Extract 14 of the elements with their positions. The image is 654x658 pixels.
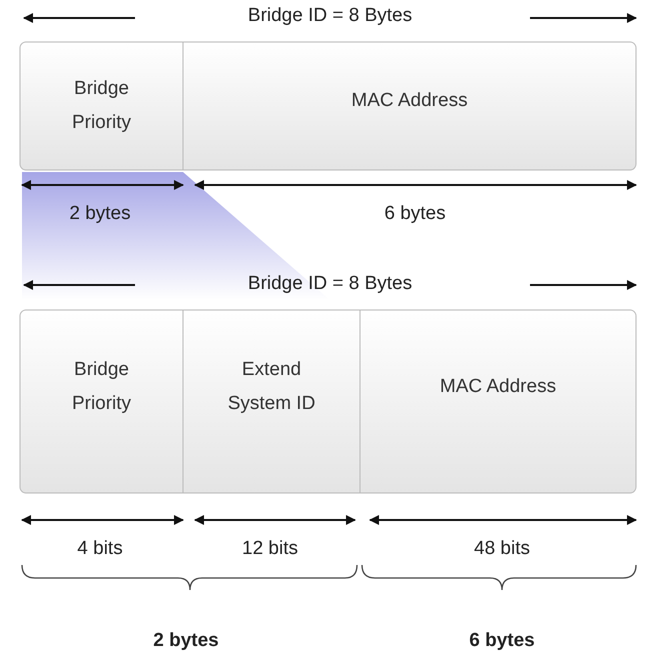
field-name: Extend System ID <box>226 358 316 416</box>
size-label: 4 bits <box>77 538 123 560</box>
total-size-label: 2 bytes <box>153 630 219 652</box>
size-label: 6 bytes <box>384 203 446 225</box>
field-name: MAC Address <box>351 89 468 113</box>
size-label: 48 bits <box>474 538 530 560</box>
field-name: MAC Address <box>440 374 556 398</box>
total-size-label: 6 bytes <box>469 630 535 652</box>
field-size-label: Bridge ID = 8 Bytes <box>248 5 412 27</box>
field-size-label: Bridge ID = 8 Bytes <box>248 273 412 295</box>
field-name: Bridge Priority <box>70 77 132 135</box>
size-label: 2 bytes <box>69 203 131 225</box>
field-name: Bridge Priority <box>70 358 132 416</box>
size-label: 12 bits <box>242 538 298 560</box>
